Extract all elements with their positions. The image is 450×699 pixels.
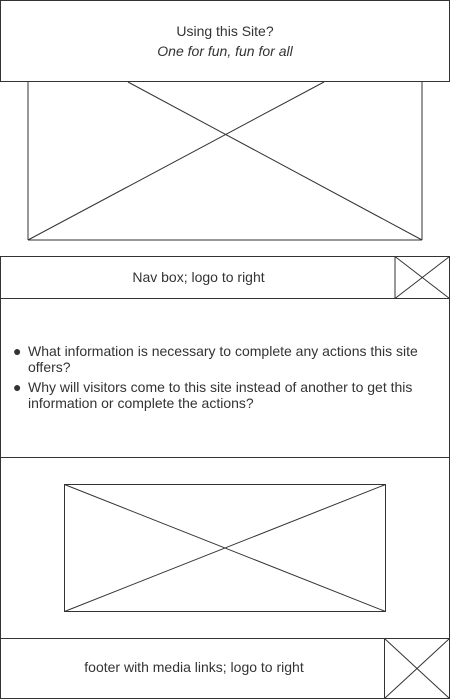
content-bullet-list: ● What information is necessary to compl… bbox=[13, 343, 447, 411]
nav-logo-placeholder[interactable] bbox=[394, 256, 450, 299]
list-item: ● What information is necessary to compl… bbox=[13, 343, 447, 375]
list-item: ● Why will visitors come to this site in… bbox=[13, 379, 447, 411]
footer-label: footer with media links; logo to right bbox=[84, 659, 304, 675]
bullet-dot: ● bbox=[13, 343, 22, 359]
nav-label: Nav box; logo to right bbox=[132, 269, 265, 285]
hero-image-placeholder bbox=[27, 81, 423, 241]
header-box: Using this Site? One for fun, fun for al… bbox=[0, 0, 450, 82]
bullet-text: What information is necessary to complet… bbox=[28, 343, 418, 375]
footer-box: footer with media links; logo to right bbox=[0, 638, 450, 699]
nav-box[interactable]: Nav box; logo to right bbox=[0, 256, 450, 299]
header-title: Using this Site? bbox=[176, 23, 274, 39]
bullet-dot: ● bbox=[13, 379, 22, 395]
header-tagline: One for fun, fun for all bbox=[157, 43, 293, 59]
content-box: ● What information is necessary to compl… bbox=[0, 298, 450, 458]
content-image-placeholder bbox=[64, 484, 386, 612]
bullet-text: Why will visitors come to this site inst… bbox=[28, 379, 413, 411]
footer-logo-placeholder[interactable] bbox=[384, 638, 450, 699]
